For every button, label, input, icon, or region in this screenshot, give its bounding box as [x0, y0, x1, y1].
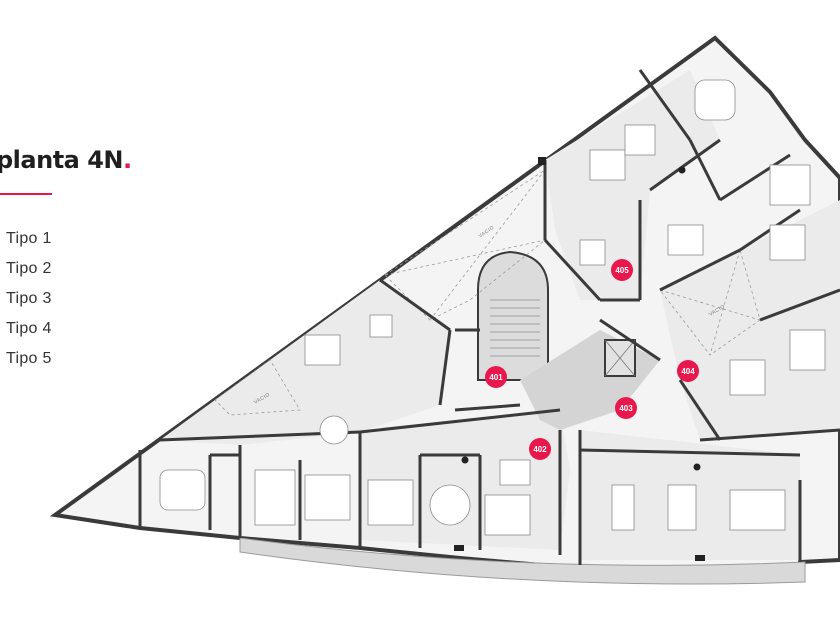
unit-number-402: 402	[533, 445, 547, 454]
unit-number-403: 403	[619, 404, 633, 413]
page-title-dot: .	[123, 146, 132, 174]
unit-badge-404[interactable]: 404	[677, 360, 699, 382]
unit-type-legend: Tipo 1 Tipo 2 Tipo 3 Tipo 4 Tipo 5	[6, 224, 52, 374]
legend-item-tipo-2[interactable]: Tipo 2	[6, 260, 52, 277]
legend-item-tipo-5[interactable]: Tipo 5	[6, 350, 52, 367]
unit-badge-402[interactable]: 402	[529, 438, 551, 460]
furniture	[159, 79, 826, 536]
unit-badge-405[interactable]: 405	[611, 259, 633, 281]
stair-treads	[490, 299, 540, 357]
page-title-text: planta 4N	[0, 146, 124, 174]
unit-badge-401[interactable]: 401	[485, 366, 507, 388]
unit-number-405: 405	[615, 266, 629, 275]
page-title: planta 4N.	[0, 146, 132, 174]
unit-badge-403[interactable]: 403	[615, 397, 637, 419]
unit-number-404: 404	[681, 367, 695, 376]
title-underline	[0, 193, 52, 195]
legend-item-tipo-4[interactable]: Tipo 4	[6, 320, 52, 337]
unit-number-401: 401	[489, 373, 503, 382]
interior-walls	[138, 69, 840, 565]
legend-item-tipo-1[interactable]: Tipo 1	[6, 230, 52, 247]
structural-columns	[454, 157, 705, 561]
legend-item-tipo-3[interactable]: Tipo 3	[6, 290, 52, 307]
terrace-strip	[239, 537, 806, 585]
